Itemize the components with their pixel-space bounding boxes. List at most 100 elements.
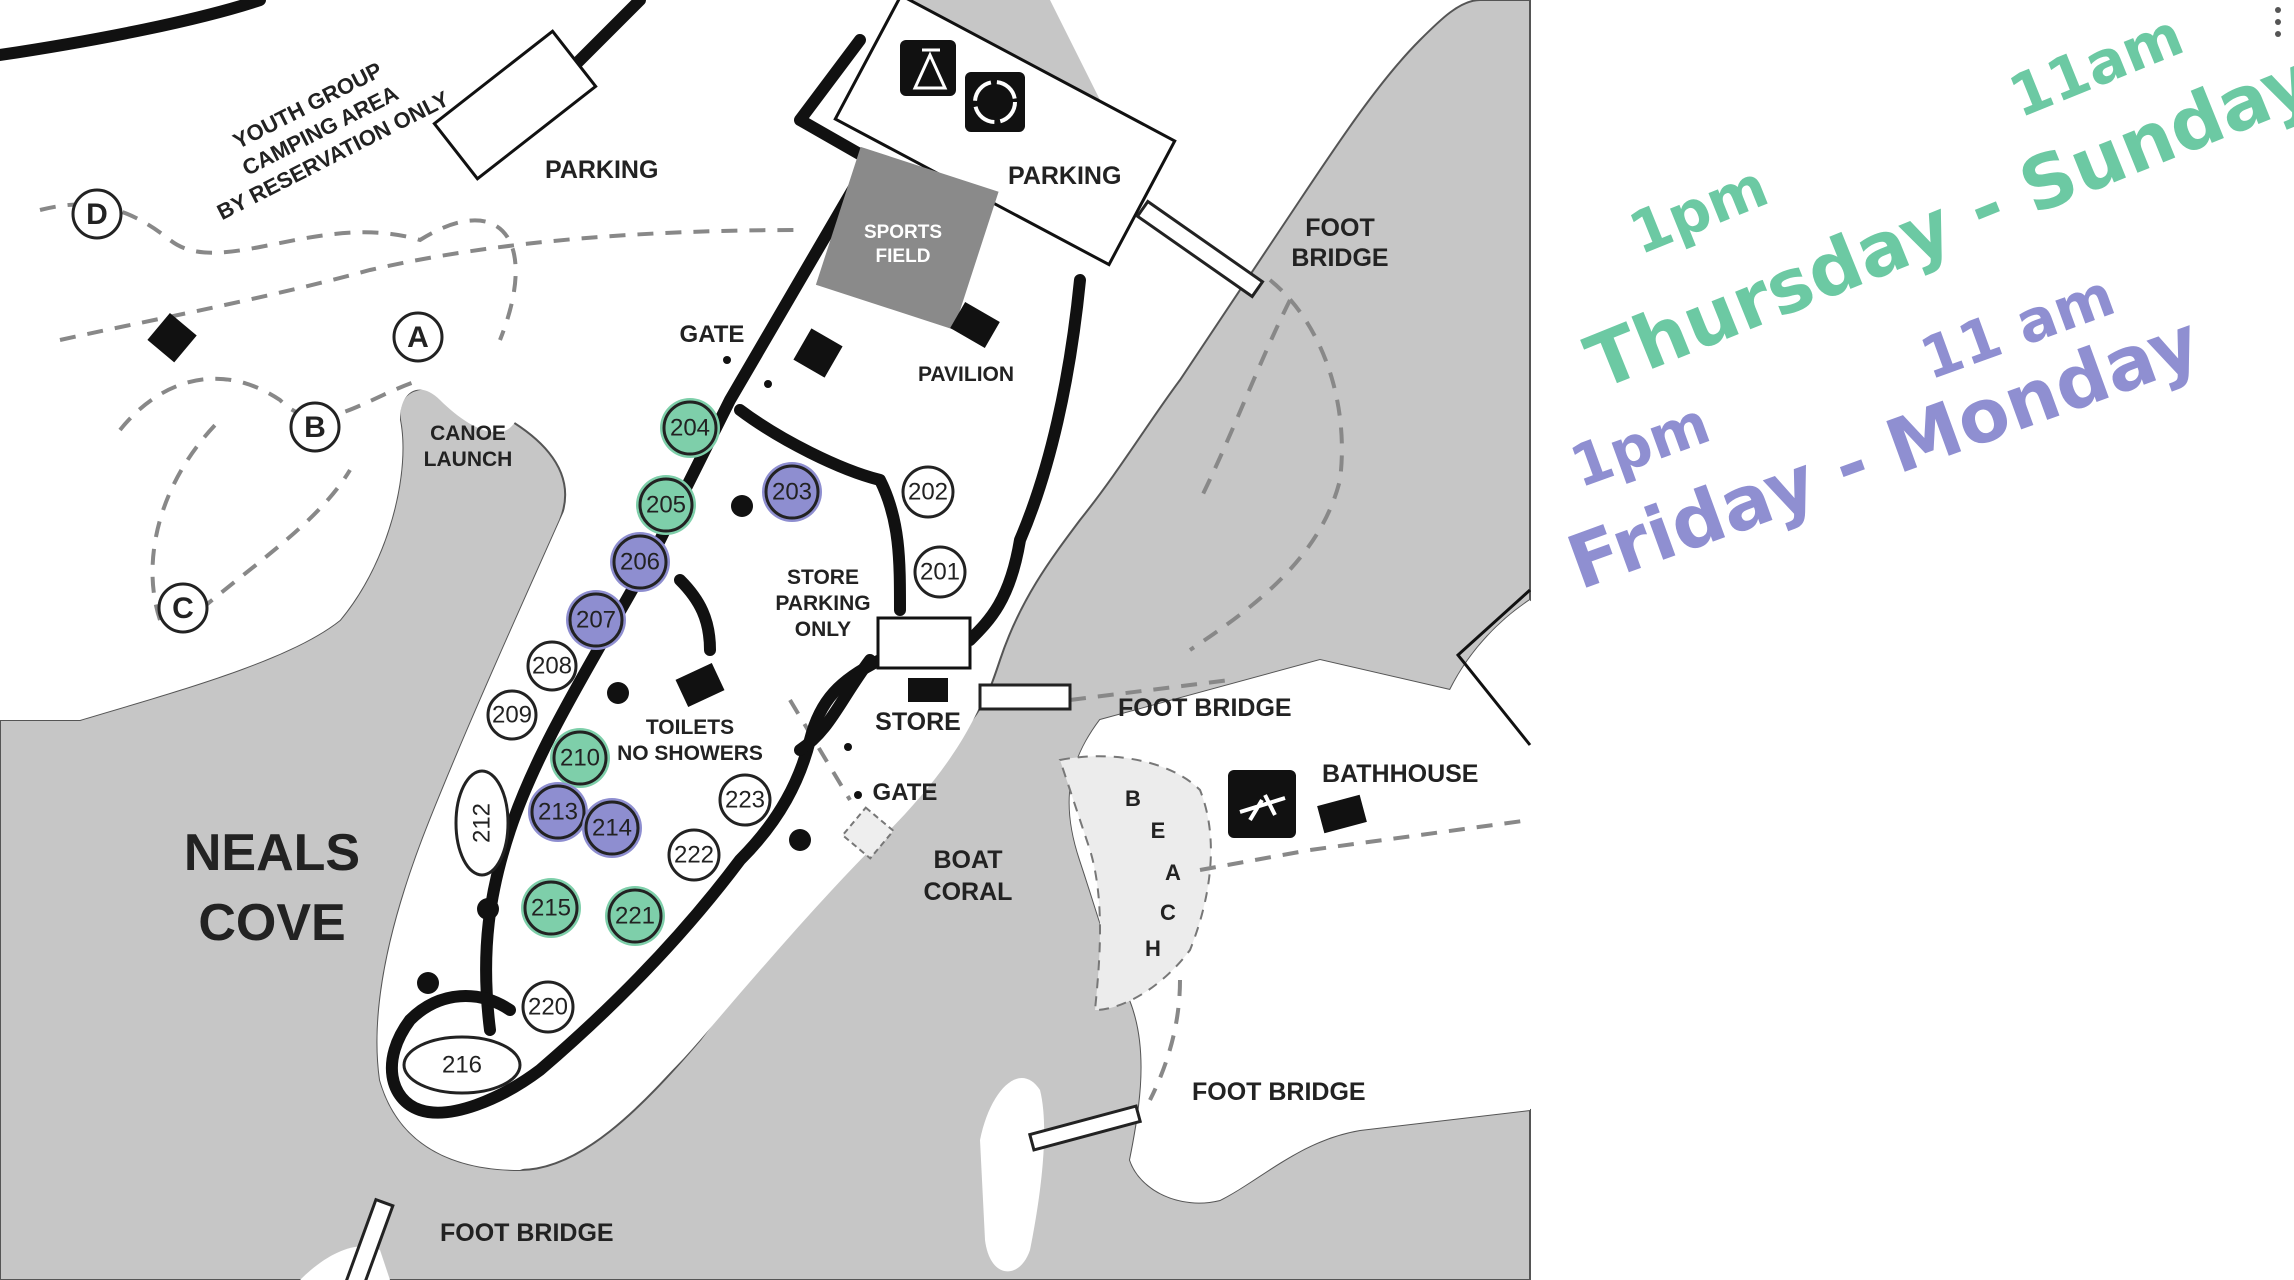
group-site-c: C [172, 592, 194, 625]
campsite-marker [584, 800, 640, 856]
trails [39, 202, 1531, 1101]
campsite-209: 209 [486, 689, 538, 741]
beach-letter-e: E [1151, 818, 1166, 843]
campsite-216: 216 [402, 1035, 522, 1095]
foot-bridge-mid-label: FOOT BRIDGE [1118, 694, 1292, 722]
campsite-marker [667, 828, 721, 882]
beach-letter-a: A [1165, 860, 1181, 885]
water-neals-cove [0, 0, 1531, 1280]
small-dashed-square [841, 806, 895, 860]
canoe-launch-label-2: LAUNCH [424, 448, 513, 471]
campsite-202: 202 [901, 465, 955, 519]
buildings [147, 302, 1367, 834]
boat-coral-label-2: CORAL [924, 878, 1013, 906]
handwritten-notes: 1pm 11am Thursday - Sunday 1pm 11 am Fri… [1557, 0, 2294, 607]
campsite-marker [662, 400, 718, 456]
bathhouse-label: BATHHOUSE [1322, 760, 1478, 788]
campsite-number: 209 [492, 701, 532, 728]
campsite-number: 201 [920, 558, 960, 585]
toilets-label-2: NO SHOWERS [617, 742, 763, 765]
campsite-marker [612, 534, 668, 590]
campsite-marker [552, 730, 608, 786]
campsite-marker [638, 477, 694, 533]
campsite-marker [523, 880, 579, 936]
campsite-223: 223 [718, 773, 772, 827]
store-parking-label-3: ONLY [795, 618, 851, 641]
pavilion-label: PAVILION [918, 363, 1014, 386]
foot-bridge-bottom-label: FOOT BRIDGE [440, 1219, 614, 1247]
boat-coral-label-1: BOAT [934, 846, 1003, 874]
group-site-markers [71, 188, 444, 634]
campsite-number: 206 [620, 548, 660, 575]
map-labels: YOUTH GROUP CAMPING AREA BY RESERVATION … [184, 57, 1479, 1247]
campsite-number: 208 [532, 652, 572, 679]
campsite-205: 205 [636, 475, 696, 535]
campsite-marker [486, 689, 538, 741]
land-beach-area [1069, 600, 1530, 1203]
more-options-icon[interactable] [2268, 4, 2288, 40]
campsite-213: 213 [528, 782, 588, 842]
group-site-d: D [86, 198, 108, 231]
campsite-number: 215 [531, 894, 571, 921]
campsite-204: 204 [660, 398, 720, 458]
campsite-221: 221 [605, 886, 665, 946]
foot-bridge-right-label: FOOT BRIDGE [1192, 1078, 1366, 1106]
campsite-marker [901, 465, 955, 519]
campsite-number: 220 [528, 993, 568, 1020]
campsite-number: 207 [576, 606, 616, 633]
sports-field [815, 146, 999, 330]
sports-field-label-1: SPORTS [864, 222, 942, 243]
campsite-marker [530, 784, 586, 840]
store-parking-label-2: PARKING [775, 592, 870, 615]
bridges [343, 199, 1265, 1280]
campsite-marker [913, 545, 967, 599]
store-parking-lot [876, 616, 972, 670]
campsite-203: 203 [762, 462, 822, 522]
markers-dots [417, 356, 862, 994]
campsite-210: 210 [550, 728, 610, 788]
parking-lot-left [432, 29, 598, 181]
gate-bottom-label: GATE [873, 779, 938, 806]
campsite-215: 215 [521, 878, 581, 938]
sports-field-label-2: FIELD [876, 246, 931, 267]
neals-cove-label-1: NEALS [184, 824, 360, 882]
recycling-icon [965, 72, 1025, 132]
foot-bridge-top-label-2: BRIDGE [1291, 244, 1388, 272]
campsite-number: 213 [538, 798, 578, 825]
beach-letter-h: H [1145, 936, 1161, 961]
small-island [980, 1078, 1045, 1272]
land-youth-area [0, 0, 860, 720]
campsite-222: 222 [667, 828, 721, 882]
playground-icon [1228, 770, 1296, 838]
campsite-number: 216 [442, 1051, 482, 1078]
campsite-214: 214 [582, 798, 642, 858]
campsite-number: 202 [908, 478, 948, 505]
campsite-207: 207 [566, 590, 626, 650]
roads [0, 0, 1086, 1119]
campsite-208: 208 [526, 640, 578, 692]
campsite-number: 203 [772, 478, 812, 505]
parking-left-label: PARKING [545, 156, 658, 184]
toilets-label-1: TOILETS [646, 716, 734, 739]
campsite-marker [521, 980, 575, 1034]
campsite-number: 204 [670, 414, 710, 441]
campsite-marker [526, 640, 578, 692]
campsite-marker [718, 773, 772, 827]
campsite-212: 212 [454, 769, 510, 877]
campsite-marker [568, 592, 624, 648]
beach-letter-c: C [1160, 900, 1176, 925]
gate-top-label: GATE [680, 321, 745, 348]
parking-right-label: PARKING [1008, 162, 1121, 190]
campsite-number: 205 [646, 491, 686, 518]
store-parking-label-1: STORE [787, 566, 859, 589]
campsite-number: 210 [560, 744, 600, 771]
campsite-201: 201 [913, 545, 967, 599]
store-label: STORE [875, 708, 961, 736]
campsite-220: 220 [521, 980, 575, 1034]
trash-icon [900, 40, 956, 96]
campsite-number: 221 [615, 902, 655, 929]
campsite-marker [607, 888, 663, 944]
beach-letter-b: B [1125, 786, 1141, 811]
